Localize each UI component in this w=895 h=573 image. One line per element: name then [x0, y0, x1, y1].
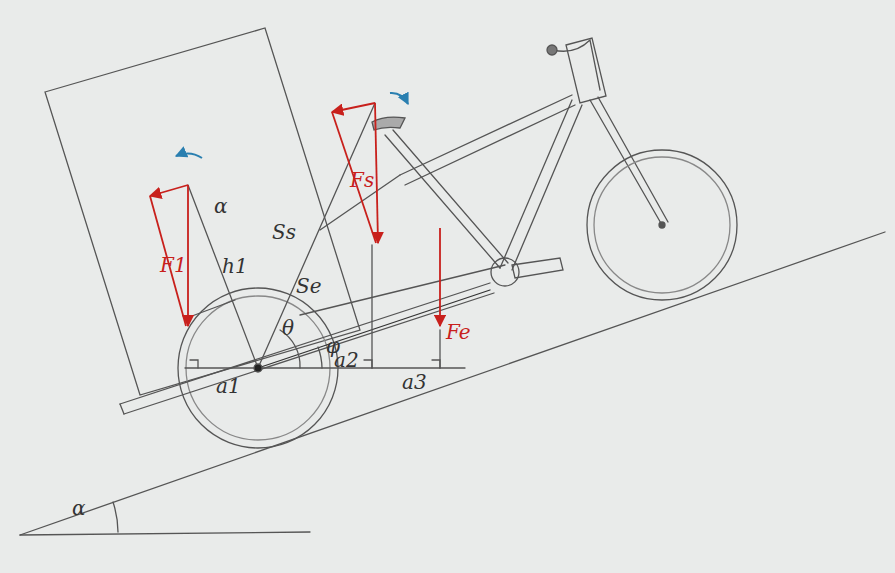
perpendicular-line: [192, 300, 235, 316]
front-wheel: [587, 150, 737, 300]
front-rim: [594, 157, 730, 293]
chainring: [491, 258, 519, 286]
force-vector: [375, 103, 378, 243]
trailer-box: [45, 28, 360, 395]
force-label: Fe: [446, 322, 471, 342]
fork: [590, 100, 662, 225]
length-label: h1: [222, 256, 248, 276]
lever-line: [258, 103, 375, 368]
length-label: Ss: [272, 222, 296, 242]
length-label: a2: [334, 350, 359, 370]
top-tube: [405, 105, 575, 185]
angle-label: α: [72, 498, 86, 518]
force-label: Fs: [350, 170, 374, 190]
head-tube: [566, 38, 606, 103]
angle-label: α: [214, 196, 228, 216]
slope-line: [20, 232, 885, 535]
force-component: [332, 103, 375, 112]
slope-angle-arc: [113, 502, 118, 532]
grip: [547, 45, 557, 55]
length-label: a1: [216, 376, 241, 396]
drawbar-end: [120, 404, 124, 414]
lever-line: [188, 185, 258, 368]
crank: [512, 258, 563, 278]
rotation-arrow: [176, 153, 202, 158]
stay: [300, 265, 505, 315]
hub-dot: [254, 364, 262, 372]
saddle: [372, 117, 405, 130]
length-label: Se: [296, 276, 322, 296]
force-component: [332, 112, 376, 243]
down-tube: [500, 100, 572, 268]
lever-line: [258, 290, 490, 368]
ground-line: [20, 532, 310, 535]
drawbar: [120, 283, 490, 404]
drawbar: [124, 293, 494, 414]
force-component: [150, 185, 188, 196]
length-label: a3: [402, 372, 427, 392]
top-tube: [400, 95, 572, 175]
force-vector: [439, 228, 441, 326]
right-angle-marks: [190, 360, 440, 368]
force-component: [150, 196, 186, 326]
hub: [659, 222, 665, 228]
seat-tube: [393, 130, 508, 263]
rotation-arrow: [390, 93, 408, 104]
force-label: F1: [160, 255, 187, 275]
down-tube: [512, 105, 582, 270]
force-vector: [187, 185, 189, 326]
fork: [598, 97, 668, 222]
drop-line: [371, 245, 372, 368]
horizontal-line: [185, 367, 465, 368]
handlebar: [553, 40, 600, 90]
angle-label: θ: [282, 318, 294, 338]
angle-arc: [318, 347, 322, 368]
